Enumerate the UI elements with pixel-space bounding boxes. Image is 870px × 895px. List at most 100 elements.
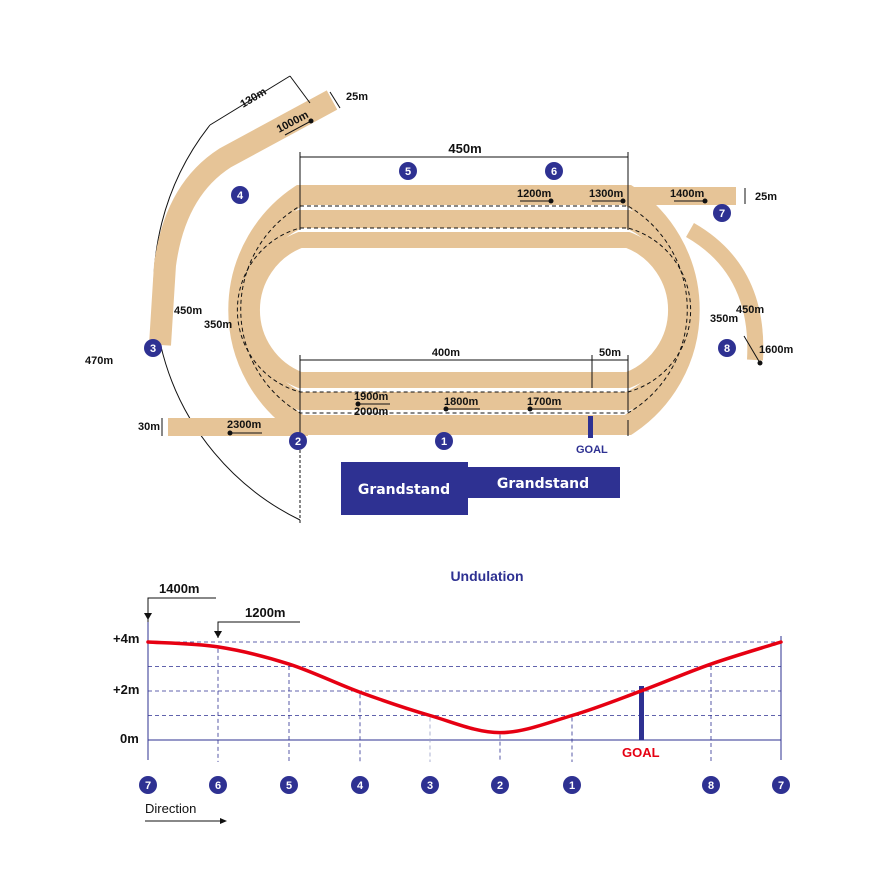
undulation-title: Undulation xyxy=(450,568,523,584)
turn-inner-right-label: 350m xyxy=(710,313,738,325)
y-label-plus2: +2m xyxy=(113,682,139,697)
chart-section-marker-3: 3 xyxy=(421,776,439,794)
dim-left-arc-label: 470m xyxy=(85,355,113,367)
chart-section-marker-1: 1 xyxy=(563,776,581,794)
right-chute xyxy=(685,223,764,361)
svg-text:7: 7 xyxy=(778,780,784,792)
start-2000m: 2000m xyxy=(354,406,388,418)
grandstand-right xyxy=(466,467,620,498)
chart-section-marker-4: 4 xyxy=(351,776,369,794)
course-map: 450m 400m 50m 130m 25m 25m 30m 470m 450m… xyxy=(85,75,793,525)
direction-label: Direction xyxy=(145,801,196,816)
svg-text:7: 7 xyxy=(145,780,151,792)
svg-text:1: 1 xyxy=(569,780,575,792)
grandstand-left xyxy=(341,462,468,515)
svg-text:2300m: 2300m xyxy=(227,419,261,431)
y-label-zero: 0m xyxy=(120,731,139,746)
section-marker-1: 1 xyxy=(435,432,453,450)
dim-chute-width-top-label: 25m xyxy=(346,91,368,103)
home-straight-chute xyxy=(168,418,308,436)
svg-text:1700m: 1700m xyxy=(527,396,561,408)
svg-text:1300m: 1300m xyxy=(589,188,623,200)
chart-goal-label: GOAL xyxy=(622,745,660,760)
start-1200-label: 1200m xyxy=(245,605,285,620)
dim-home-straight-label: 400m xyxy=(432,347,460,359)
svg-text:8: 8 xyxy=(708,780,714,792)
chart-section-marker-7: 7 xyxy=(139,776,157,794)
chart-section-marker-8: 8 xyxy=(702,776,720,794)
dim-chute-width-right-label: 25m xyxy=(755,191,777,203)
dim-chute-width-left-label: 30m xyxy=(138,421,160,433)
start-1400-bracket xyxy=(147,597,216,622)
section-marker-7: 7 xyxy=(713,204,731,222)
svg-text:1600m: 1600m xyxy=(759,344,793,356)
undulation-chart: Undulation +4m +2m 0m 1400m 1200m GOAL 7… xyxy=(113,568,790,824)
start-1200m: 1200m xyxy=(517,188,554,204)
dim-top-straight-label: 450m xyxy=(448,141,481,156)
start-2300m: 2300m xyxy=(227,419,262,436)
chart-goal-post xyxy=(639,686,644,740)
svg-text:8: 8 xyxy=(724,343,730,355)
svg-text:1400m: 1400m xyxy=(670,188,704,200)
svg-text:6: 6 xyxy=(551,166,557,178)
svg-text:1200m: 1200m xyxy=(517,188,551,200)
svg-text:4: 4 xyxy=(357,780,364,792)
svg-text:2: 2 xyxy=(295,436,301,448)
chart-vertical-grid xyxy=(217,648,712,762)
start-1800m: 1800m xyxy=(443,396,480,412)
section-marker-8: 8 xyxy=(718,339,736,357)
svg-text:3: 3 xyxy=(150,343,156,355)
dim-25-top-tick xyxy=(329,91,341,109)
svg-text:5: 5 xyxy=(286,780,292,792)
chart-section-marker-6: 6 xyxy=(209,776,227,794)
chart-grid xyxy=(148,641,781,741)
outer-track xyxy=(228,185,700,435)
start-1200-bracket xyxy=(217,621,300,638)
goal-label: GOAL xyxy=(576,444,608,456)
dim-goal-offset-label: 50m xyxy=(599,347,621,359)
svg-text:1: 1 xyxy=(441,436,447,448)
turn-inner-left-label: 350m xyxy=(204,319,232,331)
grandstand-right-label: Grandstand xyxy=(497,476,589,492)
svg-text:3: 3 xyxy=(427,780,433,792)
dim-chute-length-label: 130m xyxy=(238,86,268,111)
chart-section-marker-7: 7 xyxy=(772,776,790,794)
svg-text:7: 7 xyxy=(719,208,725,220)
svg-text:2000m: 2000m xyxy=(354,406,388,418)
start-1400-arrowhead xyxy=(144,613,152,620)
svg-text:1800m: 1800m xyxy=(444,396,478,408)
chart-section-marker-2: 2 xyxy=(491,776,509,794)
turn-outer-right-label: 450m xyxy=(736,304,764,316)
svg-text:1900m: 1900m xyxy=(354,391,388,403)
undulation-profile-line xyxy=(146,640,783,735)
start-1300m: 1300m xyxy=(589,188,626,204)
section-marker-4: 4 xyxy=(231,186,249,204)
dim-130-line xyxy=(209,75,291,126)
svg-text:6: 6 xyxy=(215,780,221,792)
section-marker-5: 5 xyxy=(399,162,417,180)
start-1400m: 1400m xyxy=(670,188,708,204)
chart-section-markers: 7 6 5 4 3 2 1 8 7 xyxy=(139,776,790,794)
start-1200-arrowhead xyxy=(214,631,222,638)
svg-text:4: 4 xyxy=(237,190,244,202)
start-1600m: 1600m xyxy=(743,335,793,366)
start-1900m: 1900m xyxy=(354,391,390,407)
svg-text:2: 2 xyxy=(497,780,503,792)
y-label-plus4: +4m xyxy=(113,631,139,646)
section-marker-6: 6 xyxy=(545,162,563,180)
dim-130-end-tick xyxy=(289,75,311,104)
chart-section-marker-5: 5 xyxy=(280,776,298,794)
section-marker-2: 2 xyxy=(289,432,307,450)
direction-arrowhead xyxy=(220,818,227,824)
turn-outer-left-label: 450m xyxy=(174,305,202,317)
goal-post xyxy=(588,416,593,438)
start-1400-label: 1400m xyxy=(159,581,199,596)
section-marker-3: 3 xyxy=(144,339,162,357)
top-left-chute xyxy=(149,90,338,346)
svg-text:5: 5 xyxy=(405,166,411,178)
inner-track xyxy=(243,232,685,388)
start-1700m: 1700m xyxy=(527,396,562,412)
grandstand-left-label: Grandstand xyxy=(358,482,450,498)
dashed-rail-inner xyxy=(236,227,692,393)
